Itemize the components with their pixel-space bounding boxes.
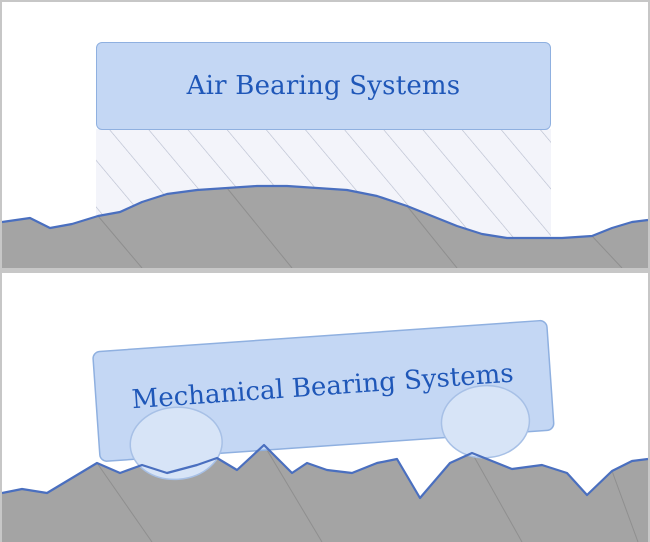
ground-facets [97, 187, 623, 268]
mechanical-bearing-block: Mechanical Bearing Systems [92, 319, 555, 481]
mechanical-bearing-illustration: Mechanical Bearing Systems [2, 319, 648, 542]
smooth-ground-surface [2, 186, 648, 268]
left-roller [129, 406, 223, 481]
right-roller [440, 384, 531, 459]
rough-ground-edge [2, 443, 648, 500]
rough-ground-surface [2, 445, 648, 542]
air-bearing-panel: Air Bearing Systems [2, 2, 648, 268]
smooth-ground-edge [2, 184, 648, 240]
mechanical-bearing-panel: Mechanical Bearing Systems [2, 273, 648, 542]
air-bearing-label: Air Bearing Systems [186, 71, 461, 101]
air-bearing-box: Air Bearing Systems [96, 42, 551, 130]
air-bearing-illustration [2, 129, 648, 268]
rough-ground-facets [96, 444, 639, 542]
panel-divider [2, 268, 648, 273]
